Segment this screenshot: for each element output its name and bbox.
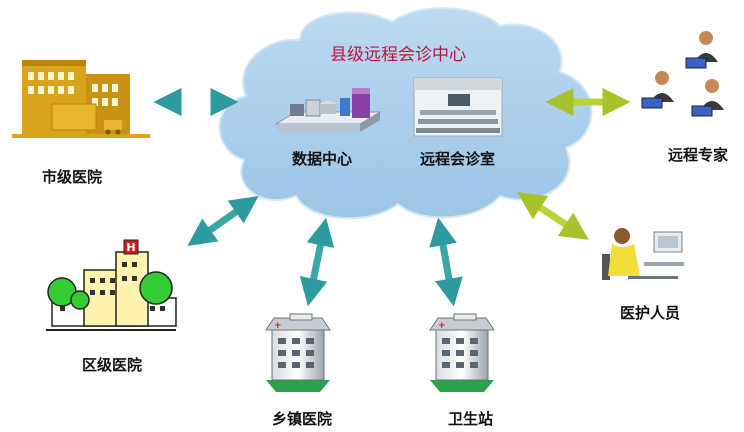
conference-room-icon (413, 77, 503, 137)
svg-text:+: + (438, 321, 446, 331)
expert-icon (641, 31, 724, 117)
arrow-town-hospital (299, 217, 335, 307)
arrow-health-station (429, 217, 463, 307)
arrow-medical-staff (517, 192, 589, 240)
remote-experts-label: 远程专家 (668, 146, 729, 164)
svg-text:H: H (126, 241, 135, 254)
clinic-icon: + (265, 313, 331, 392)
town-hospital-label: 乡镇医院 (272, 410, 333, 428)
district-hospital-label: 区级医院 (82, 356, 143, 374)
hospital-icon: H (46, 239, 177, 331)
medical-staff-label: 医护人员 (620, 304, 681, 322)
server-icon (274, 88, 382, 132)
svg-text:+: + (274, 321, 282, 331)
consult-room-label: 远程会诊室 (420, 150, 496, 168)
arrow-district-hospital (187, 195, 259, 247)
cloud-title: 县级远程会诊中心 (330, 45, 466, 65)
cloud-shape (218, 7, 593, 220)
health-station-label: 卫生站 (448, 410, 494, 428)
data-center-label: 数据中心 (292, 150, 353, 168)
clinic-icon: + (429, 313, 495, 392)
city-hospital-label: 市级医院 (42, 168, 103, 186)
office-building-icon (12, 60, 150, 138)
nurse-icon (602, 228, 684, 280)
